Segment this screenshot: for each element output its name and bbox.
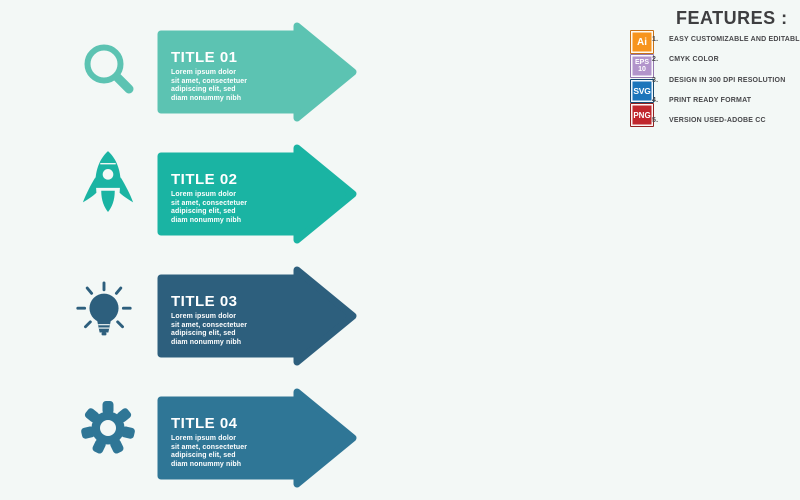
arrow-shape-2 (157, 144, 357, 244)
feature-number: 1. (652, 36, 659, 43)
feature-label: VERSION USED-ADOBE CC (669, 117, 766, 124)
feature-item-5: 5. VERSION USED-ADOBE CC (652, 117, 766, 124)
feature-number: 4. (652, 97, 659, 104)
feature-label: PRINT READY FORMAT (669, 97, 752, 104)
feature-label: DESIGN IN 300 DPI RESOLUTION (669, 77, 786, 84)
feature-item-1: 1. EASY CUSTOMIZABLE AND EDITABLE (652, 36, 800, 43)
feature-label: EASY CUSTOMIZABLE AND EDITABLE (669, 36, 800, 43)
feature-number: 2. (652, 56, 659, 63)
features-title: FEATURES : (676, 8, 788, 28)
arrow-shape-1 (157, 22, 357, 122)
gear-icon (81, 401, 135, 454)
row-body-4: Lorem ipsum dolor sit amet, consectetuer… (171, 435, 248, 468)
row-title-3: TITLE 03 (171, 293, 238, 310)
lightbulb-icon (76, 281, 132, 336)
arrow-shape-3 (157, 266, 357, 366)
feature-item-2: 2. CMYK COLOR (652, 56, 719, 63)
feature-number: 3. (652, 77, 659, 84)
row-title-2: TITLE 02 (171, 171, 238, 188)
row-title-4: TITLE 04 (171, 415, 238, 432)
magnifier-icon (84, 44, 134, 94)
row-body-3: Lorem ipsum dolor sit amet, consectetuer… (171, 313, 248, 346)
arrow-shape-4 (157, 388, 357, 488)
row-title-1: TITLE 01 (171, 49, 238, 66)
feature-number: 5. (652, 117, 659, 124)
ai-format-icon: Ai (630, 30, 654, 54)
rocket-icon (82, 151, 134, 213)
feature-item-4: 4. PRINT READY FORMAT (652, 97, 751, 104)
png-format-icon: PNG (630, 103, 654, 127)
row-body-2: Lorem ipsum dolor sit amet, consectetuer… (171, 191, 248, 224)
feature-label: CMYK COLOR (669, 56, 719, 63)
feature-item-3: 3. DESIGN IN 300 DPI RESOLUTION (652, 77, 785, 84)
eps-format-icon: EPS 10 (630, 54, 654, 78)
svg-format-icon: SVG (630, 79, 654, 103)
row-body-1: Lorem ipsum dolor sit amet, consectetuer… (171, 69, 248, 102)
